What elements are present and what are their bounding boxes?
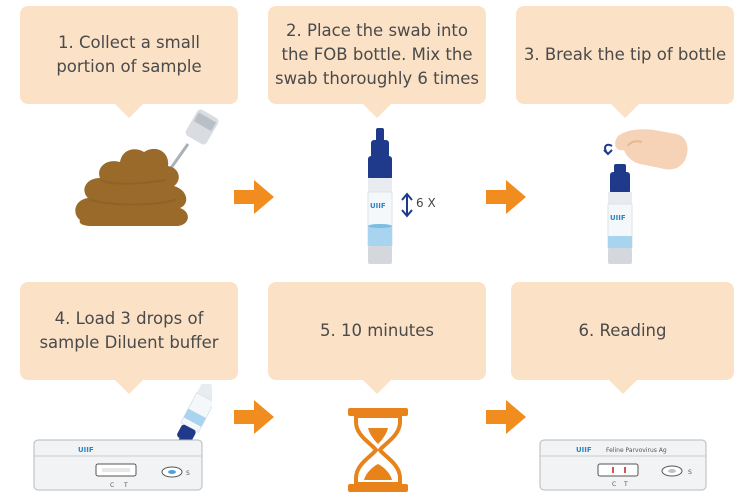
cassette-t-label: T: [623, 481, 628, 488]
brand-label: UIIF: [78, 446, 94, 454]
fob-bottle-icon: UIIF: [367, 128, 393, 264]
brand-label: UIIF: [576, 446, 592, 454]
step-4-bubble: 4. Load 3 drops of sample Diluent buffer: [20, 282, 238, 394]
step-2-text: 2. Place the swab into the FOB bottle. M…: [274, 21, 480, 88]
cassette-s-label: S: [688, 469, 692, 476]
cassette-c-label: C: [110, 482, 114, 489]
step-3-text: 3. Break the tip of bottle: [523, 45, 727, 64]
cassette-s-label: S: [186, 470, 190, 477]
step-2-bubble: 2. Place the swab into the FOB bottle. M…: [268, 6, 486, 118]
arrow-right-icon: [234, 400, 274, 434]
arrow-right-icon: [486, 400, 526, 434]
step-6-text: 6. Reading: [578, 321, 667, 340]
test-cassette-icon: UIIF C T S: [33, 384, 212, 491]
arrow-right-icon: [234, 180, 274, 214]
step-1-text: 1. Collect a small portion of sample: [56, 33, 202, 76]
cassette-c-label: C: [612, 481, 616, 488]
mix-count-label: 6 X: [416, 196, 436, 210]
step-6-bubble: 6. Reading: [511, 282, 734, 394]
mix-arrow-icon: [401, 192, 413, 218]
step-5-bubble: 5. 10 minutes: [268, 282, 486, 394]
poop-sample-icon: [75, 109, 219, 226]
brand-label: UIIF: [370, 202, 386, 210]
cassette-t-label: T: [123, 482, 128, 489]
arrow-right-icon: [486, 180, 526, 214]
step-5-text: 5. 10 minutes: [319, 321, 435, 340]
step-1-bubble: 1. Collect a small portion of sample: [20, 6, 238, 118]
hand-icon: UIIF: [603, 129, 688, 264]
test-cassette-icon: UIIF Feline Parvovirus Ag C T S: [539, 439, 707, 491]
step-4-text: 4. Load 3 drops of sample Diluent buffer: [39, 309, 219, 352]
brand-label: UIIF: [610, 214, 626, 222]
step-3-bubble: 3. Break the tip of bottle: [516, 6, 734, 118]
hourglass-icon: [348, 408, 408, 492]
cassette-product-label: Feline Parvovirus Ag: [606, 447, 667, 454]
